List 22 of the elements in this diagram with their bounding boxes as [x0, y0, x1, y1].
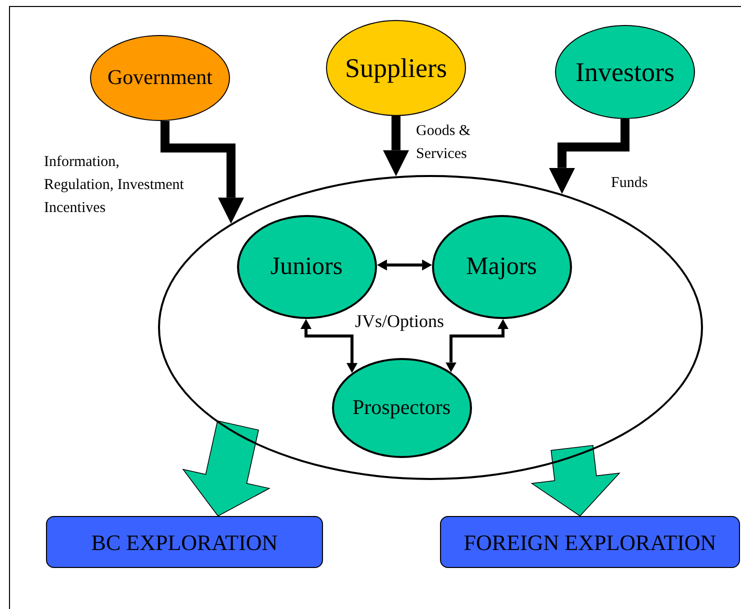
arrow — [300, 319, 358, 373]
process-box — [440, 516, 740, 568]
node-label: Suppliers — [344, 52, 447, 85]
node-label: BC EXPLORATION — [91, 528, 278, 556]
node-label: Government — [108, 64, 212, 92]
edge-label: Information, Regulation, Investment Incentives — [44, 153, 184, 218]
relation-label: JVs/Options — [355, 310, 444, 333]
arrow — [160, 120, 244, 224]
process-box — [46, 516, 323, 568]
edge-label: Funds — [611, 174, 649, 193]
edge-label: Goods & Services — [416, 122, 472, 164]
arrow — [446, 319, 508, 372]
node-label: Investors — [576, 56, 674, 89]
arrow — [376, 260, 432, 270]
arrow — [549, 119, 630, 194]
arrow — [383, 116, 409, 176]
node-label: FOREIGN EXPLORATION — [464, 528, 716, 556]
node-label: Majors — [466, 252, 537, 282]
block-arrow — [530, 444, 620, 517]
node-label: Prospectors — [352, 394, 450, 421]
block-arrow — [182, 420, 270, 517]
node-label: Juniors — [270, 252, 343, 282]
